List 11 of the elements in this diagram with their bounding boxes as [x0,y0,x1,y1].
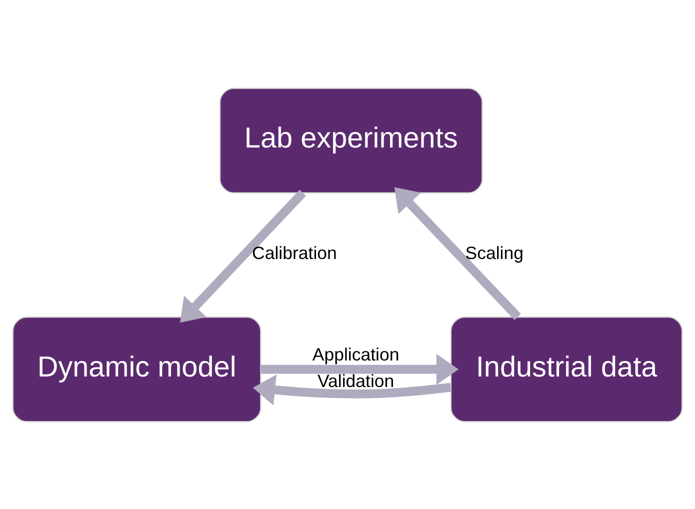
edge-label: Application [312,344,400,364]
edge-label: Scaling [465,242,524,263]
arrow [252,374,452,405]
node-box: Industrial data [450,316,683,422]
arrow [260,353,459,384]
node-box: Dynamic model [12,316,262,422]
edge-label: Validation [318,370,394,390]
edge-label: Calibration [252,242,337,263]
arrow [180,189,306,322]
arrow [394,186,521,320]
node-box: Lab experiments [220,87,483,193]
